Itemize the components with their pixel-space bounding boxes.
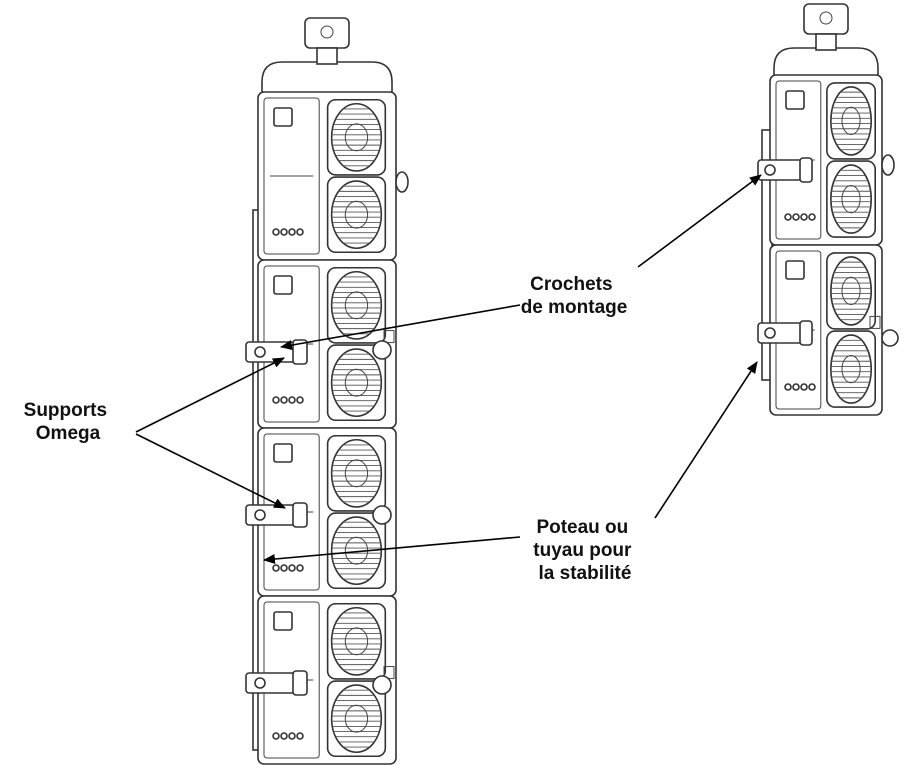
connector (288, 228, 296, 236)
connector (792, 383, 800, 391)
mounting-hook (292, 502, 308, 528)
arrows (135, 174, 762, 564)
right-fixture-stack-2 (757, 3, 899, 416)
bracket-bolt (254, 677, 266, 689)
heatsink (330, 102, 383, 172)
bracket-bolt (764, 327, 776, 339)
connector (288, 564, 296, 572)
label-omega-supports: Supports Omega (24, 400, 113, 444)
heatsink-core (344, 627, 369, 656)
mounting-hook (799, 157, 813, 183)
side-rosette (372, 340, 392, 360)
bracket-bolt (254, 346, 266, 358)
heatsink-core (344, 200, 369, 229)
connector (784, 213, 792, 221)
heatsink-core (344, 368, 369, 397)
tilt-knob (881, 154, 895, 176)
heatsink-core (344, 459, 369, 488)
heatsink-core (841, 185, 861, 214)
connector (288, 396, 296, 404)
connector (280, 396, 288, 404)
connector (272, 564, 280, 572)
clamp-bolt (320, 25, 334, 39)
top-clamp (304, 17, 350, 49)
heatsink (830, 164, 873, 234)
side-latch (869, 315, 881, 329)
connector (296, 396, 304, 404)
bracket-bolt (254, 509, 266, 521)
display-window (785, 260, 805, 280)
heatsink (330, 684, 383, 754)
heatsink-core (344, 291, 369, 320)
connector (800, 383, 808, 391)
clamp-bolt (819, 11, 833, 25)
heatsink (830, 86, 873, 156)
connector (280, 228, 288, 236)
connector (800, 213, 808, 221)
bracket-bolt (764, 164, 776, 176)
arrow-hooks-right (637, 174, 762, 268)
heatsink (330, 348, 383, 418)
connector (296, 564, 304, 572)
arrow-hooks-left (280, 304, 521, 351)
heatsink (330, 180, 383, 250)
arrow-omega-upper (135, 357, 285, 433)
connector (808, 383, 816, 391)
mounting-hook (292, 339, 308, 365)
connector (296, 228, 304, 236)
clamp-neck (815, 33, 837, 51)
heatsink-core (841, 106, 861, 136)
connector (272, 396, 280, 404)
heatsink (330, 270, 383, 340)
display-window (273, 275, 293, 295)
display-window (273, 107, 293, 127)
connector (272, 228, 280, 236)
connector (792, 213, 800, 221)
heatsink-core (344, 704, 369, 733)
display-window (785, 90, 805, 110)
heatsink (330, 438, 383, 508)
heatsink-core (344, 123, 369, 152)
side-rosette (881, 329, 899, 347)
connector (288, 732, 296, 740)
connector (808, 213, 816, 221)
heatsink-core (841, 276, 861, 305)
connector (280, 732, 288, 740)
heatsink (830, 256, 873, 326)
label-pole: Poteau ou tuyau pour la stabilité (533, 517, 636, 584)
top-clamp (803, 3, 849, 35)
arrow-pole-right (654, 361, 758, 519)
heatsink-core (841, 355, 861, 384)
heatsink (330, 516, 383, 586)
tilt-knob (395, 171, 409, 193)
label-mounting-hooks: Crochets de montage (521, 274, 628, 318)
display-window (273, 443, 293, 463)
connector (784, 383, 792, 391)
mounting-hook (799, 320, 813, 346)
left-fixture-stack-4 (245, 17, 409, 765)
side-latch (383, 330, 395, 344)
side-rosette (372, 675, 392, 695)
arrow-pole-left (263, 536, 521, 564)
side-rosette (372, 505, 392, 525)
arrow-omega-lower (135, 433, 286, 509)
heatsink (330, 606, 383, 676)
mounting-hook (292, 670, 308, 696)
connector (280, 564, 288, 572)
display-window (273, 611, 293, 631)
connector (272, 732, 280, 740)
connector (296, 732, 304, 740)
control-panel (263, 97, 320, 255)
clamp-neck (316, 47, 338, 65)
heatsink (830, 334, 873, 404)
